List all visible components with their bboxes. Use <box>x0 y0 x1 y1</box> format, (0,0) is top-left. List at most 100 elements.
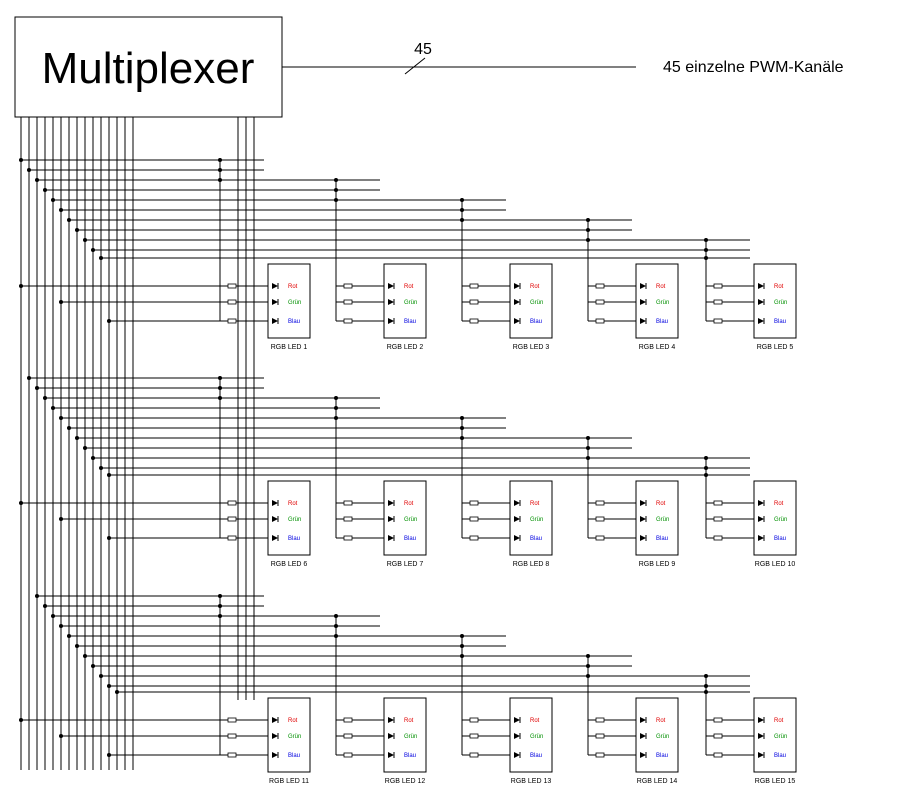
junction-dot <box>27 376 31 380</box>
resistor-icon <box>713 299 723 305</box>
resistor-icon <box>595 318 605 324</box>
diode-icon <box>640 516 646 522</box>
junction-dot <box>107 536 111 540</box>
channel-label-grün: Grün <box>530 734 543 740</box>
diode-icon <box>758 283 764 289</box>
channel-label-grün: Grün <box>530 300 543 306</box>
led-label: RGB LED 10 <box>755 561 796 568</box>
diode-icon <box>758 516 764 522</box>
channel-label-grün: Grün <box>288 300 301 306</box>
channel-label-blau: Blau <box>774 536 786 542</box>
channel-label-rot: Rot <box>656 284 666 290</box>
diode-icon <box>758 717 764 723</box>
junction-dot <box>99 256 103 260</box>
junction-dot <box>107 684 111 688</box>
diode-icon <box>640 717 646 723</box>
junction-dot <box>91 248 95 252</box>
junction-dot <box>91 456 95 460</box>
channel-label-grün: Grün <box>404 517 417 523</box>
diode-icon <box>388 283 394 289</box>
junction-dot <box>43 188 47 192</box>
channel-label-rot: Rot <box>404 501 414 507</box>
resistor-icon <box>343 733 353 739</box>
resistor-icon <box>713 500 723 506</box>
diode-icon <box>514 733 520 739</box>
junction-dot <box>75 436 79 440</box>
channel-label-rot: Rot <box>404 718 414 724</box>
resistor-icon <box>713 752 723 758</box>
channel-label-blau: Blau <box>404 319 416 325</box>
diode-icon <box>640 752 646 758</box>
junction-dot <box>51 198 55 202</box>
diode-icon <box>514 299 520 305</box>
resistor-icon <box>469 516 479 522</box>
junction-dot <box>19 284 23 288</box>
diode-icon <box>388 318 394 324</box>
junction-dot <box>75 644 79 648</box>
resistor-icon <box>343 299 353 305</box>
junction-dot <box>35 386 39 390</box>
channel-label-blau: Blau <box>404 753 416 759</box>
led-label: RGB LED 9 <box>639 561 676 568</box>
led-label: RGB LED 15 <box>755 778 796 785</box>
diode-icon <box>640 318 646 324</box>
resistor-icon <box>469 535 479 541</box>
channel-label-blau: Blau <box>774 319 786 325</box>
led-box <box>509 263 553 339</box>
junction-dot <box>19 718 23 722</box>
junction-dot <box>59 734 63 738</box>
channel-label-grün: Grün <box>656 300 669 306</box>
channel-label-grün: Grün <box>656 517 669 523</box>
junction-dot <box>115 690 119 694</box>
channel-label-grün: Grün <box>404 734 417 740</box>
resistor-icon <box>343 535 353 541</box>
diode-icon <box>388 717 394 723</box>
channel-label-rot: Rot <box>774 284 784 290</box>
resistor-icon <box>227 500 237 506</box>
resistor-icon <box>469 299 479 305</box>
diode-icon <box>272 535 278 541</box>
channel-label-rot: Rot <box>288 718 298 724</box>
channel-label-grün: Grün <box>530 517 543 523</box>
diode-icon <box>388 500 394 506</box>
resistor-icon <box>469 752 479 758</box>
multiplexer-block: Multiplexer <box>14 16 283 118</box>
channel-label-blau: Blau <box>656 319 668 325</box>
diode-icon <box>388 299 394 305</box>
junction-dot <box>67 634 71 638</box>
resistor-icon <box>469 283 479 289</box>
diode-icon <box>640 500 646 506</box>
pwm-channels-label: 45 einzelne PWM-Kanäle <box>663 59 844 76</box>
diode-icon <box>758 318 764 324</box>
junction-dot <box>51 406 55 410</box>
resistor-icon <box>713 717 723 723</box>
junction-dot <box>107 473 111 477</box>
junction-dot <box>59 624 63 628</box>
junction-dot <box>67 426 71 430</box>
resistor-icon <box>713 733 723 739</box>
resistor-icon <box>595 733 605 739</box>
resistor-icon <box>713 283 723 289</box>
resistor-icon <box>595 283 605 289</box>
junction-dot <box>59 208 63 212</box>
diode-icon <box>272 500 278 506</box>
diode-icon <box>514 283 520 289</box>
led-label: RGB LED 4 <box>639 344 676 351</box>
diode-icon <box>272 733 278 739</box>
junction-dot <box>91 664 95 668</box>
channel-label-blau: Blau <box>530 536 542 542</box>
channel-label-grün: Grün <box>774 300 787 306</box>
resistor-icon <box>227 733 237 739</box>
diode-icon <box>640 535 646 541</box>
diode-icon <box>758 733 764 739</box>
resistor-icon <box>227 283 237 289</box>
